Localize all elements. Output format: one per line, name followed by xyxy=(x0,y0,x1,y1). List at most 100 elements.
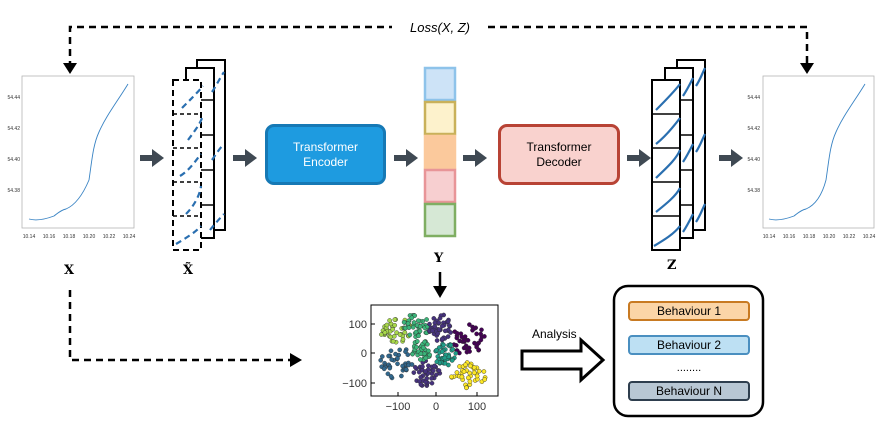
label-x-tilde: X̃ xyxy=(183,263,194,278)
scatter-point xyxy=(390,326,396,332)
scatter-point xyxy=(434,338,440,343)
y-tick-label: 54.38 xyxy=(7,188,20,194)
scatter-point xyxy=(459,374,465,380)
scatter-point xyxy=(449,374,454,380)
scatter-point xyxy=(434,359,440,365)
decoder-line2: Decoder xyxy=(536,154,582,169)
scatter-point xyxy=(395,356,400,361)
scatter-point xyxy=(471,370,477,376)
x-tick-label: 10.22 xyxy=(103,234,116,240)
y-tick-label: 54.44 xyxy=(7,95,20,101)
scatter-point xyxy=(379,332,384,337)
scatter-point xyxy=(397,332,403,337)
latent-vector xyxy=(423,66,457,238)
scatter-point xyxy=(384,322,390,328)
scatter-point xyxy=(454,335,460,341)
scatter-point xyxy=(467,322,472,327)
encoder-line2: Encoder xyxy=(303,154,348,169)
scatter-point xyxy=(454,370,460,375)
scatter-point xyxy=(439,336,445,342)
scatter-point xyxy=(387,318,392,323)
scatter-point xyxy=(436,368,442,373)
scatter-point xyxy=(448,342,454,348)
scatter-point xyxy=(430,368,436,374)
scatter-point xyxy=(393,351,398,357)
scatter-point xyxy=(424,376,430,381)
arrow-4-icon xyxy=(463,149,487,167)
scatter-point xyxy=(389,357,395,362)
scatter-point xyxy=(392,317,398,322)
encoder-line1: Transformer xyxy=(293,139,358,154)
scatter-point xyxy=(388,334,394,340)
scatter-point xyxy=(426,363,431,369)
arrow-1-icon xyxy=(140,149,164,167)
scatter-point xyxy=(432,363,437,369)
scatter-point xyxy=(394,330,399,335)
scatter-point xyxy=(482,377,488,382)
right-arrow-icon xyxy=(290,353,302,367)
scatter-point xyxy=(449,358,455,363)
scatter-point xyxy=(410,351,415,357)
scatter-y-tick-label: −100 xyxy=(342,378,367,390)
scatter-point xyxy=(439,349,445,354)
scatter-point xyxy=(417,324,423,329)
latent-cell xyxy=(423,66,457,102)
down-arrow-icon xyxy=(433,286,447,298)
scatter-point xyxy=(479,327,484,333)
scatter-point xyxy=(439,323,445,329)
scatter-point xyxy=(450,346,456,352)
decoder-line1: Transformer xyxy=(526,139,592,154)
scatter-point xyxy=(457,338,462,344)
scatter-point xyxy=(437,315,443,321)
loss-arrow-right-icon xyxy=(800,63,814,74)
latent-cell xyxy=(423,168,457,204)
scatter-point xyxy=(416,369,422,375)
masked-input-stack xyxy=(172,59,226,251)
y-to-scatter-arrow xyxy=(433,272,447,298)
loss-dashed-line xyxy=(63,25,814,74)
label-y: Y xyxy=(434,251,444,266)
x-tick-label: 10.14 xyxy=(763,234,776,240)
behaviour-item: Behaviour 2 xyxy=(628,335,750,355)
scatter-point xyxy=(436,327,442,332)
scatter-point xyxy=(429,376,434,381)
scatter-point xyxy=(453,343,459,348)
label-z: Z xyxy=(667,258,677,273)
scatter-point xyxy=(462,334,468,339)
scatter-point xyxy=(407,332,413,338)
x-tick-label: 10.22 xyxy=(843,234,856,240)
scatter-point xyxy=(386,353,391,359)
scatter-point xyxy=(418,382,424,387)
latent-cell xyxy=(423,134,457,170)
scatter-point xyxy=(406,325,412,331)
output-stack xyxy=(651,59,706,251)
x-tick-label: 10.14 xyxy=(23,234,36,240)
scatter-point xyxy=(388,348,394,354)
scatter-y-tick-label: 100 xyxy=(349,319,367,331)
scatter-point xyxy=(405,321,411,326)
x-tick-label: 10.20 xyxy=(83,234,96,240)
scatter-point xyxy=(417,357,423,362)
scatter-point xyxy=(390,338,396,344)
arrow-6-icon xyxy=(719,149,743,167)
behaviour-ellipsis: ........ xyxy=(676,362,702,374)
scatter-point xyxy=(411,370,417,375)
scatter-point xyxy=(411,320,417,325)
x-tick-label: 10.24 xyxy=(123,234,136,240)
scatter-point xyxy=(476,368,482,374)
output-trajectory-line xyxy=(768,83,866,221)
x-tick-label: 10.20 xyxy=(823,234,836,240)
scatter-point xyxy=(418,374,424,380)
scatter-point xyxy=(435,331,441,336)
scatter-point xyxy=(433,372,439,378)
scatter-point xyxy=(442,355,448,361)
scatter-point xyxy=(478,337,484,343)
y-tick-label: 54.42 xyxy=(7,126,20,132)
scatter-point xyxy=(461,369,467,375)
